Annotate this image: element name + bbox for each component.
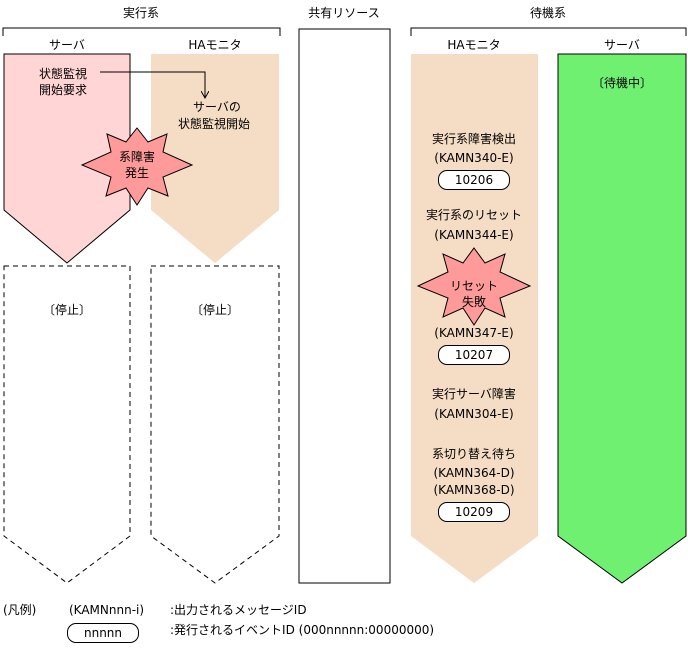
standby-server-header: サーバ [604, 38, 640, 52]
monitor-start-line2: 状態監視開始 [177, 117, 251, 131]
failure-burst-line2: 発生 [124, 166, 150, 180]
active-ha-stopped-label: 〔停止〕 [190, 303, 240, 317]
legend-event-badge: nnnnn [67, 623, 139, 643]
event-id-badge: 10206 [438, 170, 510, 190]
active-ha-header: HAモニタ [188, 38, 242, 52]
standby-ha-header: HAモニタ [447, 38, 501, 52]
monitor-request-line2: 開始要求 [39, 83, 88, 97]
event-id-badge: 10209 [438, 502, 510, 522]
event-message-code: (KAMN364-D) [433, 466, 515, 480]
reset-burst-line1: リセット [449, 279, 499, 293]
legend-message-sample: (KAMNnnn-i) [69, 603, 145, 617]
standby-status-label: 〔待機中〕 [591, 76, 653, 90]
active-server-lifeline [3, 53, 131, 264]
event-message-code: (KAMN344-E) [434, 228, 514, 242]
event-message-code: (KAMN368-D) [433, 483, 515, 497]
reset-burst-line2: 失敗 [461, 295, 487, 309]
system-failure-burst [80, 127, 194, 206]
event-label: 系切り替え待ち [431, 447, 517, 461]
monitor-request-line1: 状態監視 [39, 67, 88, 81]
legend-message-description: :出力されるメッセージID [170, 603, 307, 617]
monitor-start-line1: サーバの [193, 100, 241, 114]
active-system-title: 実行系 [122, 6, 160, 20]
active-server-stopped-label: 〔停止〕 [42, 303, 92, 317]
failure-burst-line1: 系障害 [118, 150, 156, 164]
active-server-header: サーバ [49, 38, 85, 52]
event-label: 実行サーバ障害 [432, 387, 516, 401]
shared-resource-title: 共有リソース [308, 6, 380, 20]
active-ha-lifeline [151, 54, 279, 263]
active-server-stopped-box [3, 265, 131, 584]
standby-server-lifeline [557, 53, 687, 584]
legend-event-description: :発行されるイベントID (000nnnnn:00000000) [170, 623, 435, 637]
standby-group-bracket [410, 27, 687, 36]
event-message-code: (KAMN347-E) [434, 326, 514, 340]
standby-system-title: 待機系 [529, 6, 567, 20]
legend-title: (凡例) [3, 603, 37, 617]
event-message-code: (KAMN340-E) [434, 151, 514, 165]
event-label: 実行系障害検出 [431, 132, 517, 146]
event-label: 実行系のリセット [425, 208, 523, 222]
active-group-bracket [2, 27, 281, 36]
reset-failure-burst [416, 247, 532, 326]
shared-resource-box [298, 28, 391, 584]
event-message-code: (KAMN304-E) [434, 407, 514, 421]
monitor-request-arrow [100, 71, 205, 98]
event-id-badge: 10207 [438, 345, 510, 365]
